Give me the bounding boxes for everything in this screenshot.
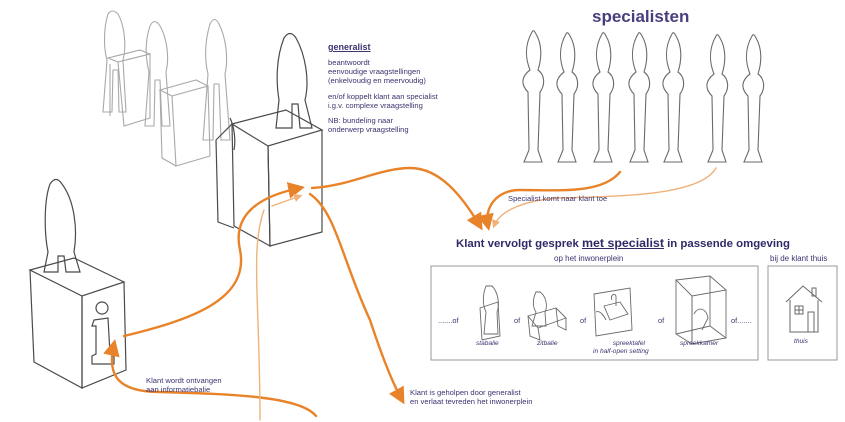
caption-spreektafel-line: spreektafel [612, 340, 645, 347]
main-heading-highlight: met specialist [581, 236, 664, 250]
spreektafel-sketch [593, 287, 633, 337]
caption-spreekkamer: spreekkamer [680, 340, 719, 347]
inwonerplein-panel [430, 265, 759, 361]
of-separator: of [514, 316, 521, 325]
of-separator: .......of [438, 316, 459, 325]
flow-arrows [103, 166, 622, 418]
caption-stabalie: stabalie [476, 340, 499, 347]
generalist-line: i.g.v. complexe vraagstelling [328, 100, 423, 110]
specialist-comes-label: Specialist komt naar klant toe [508, 194, 608, 203]
helped-label-line: en verlaat tevreden het inwonerplein [410, 397, 533, 407]
zitbalie-sketch [527, 291, 567, 341]
main-heading-after: in passende omgeving [663, 238, 790, 250]
specialist-figures [522, 30, 765, 163]
of-separator: of [580, 316, 587, 325]
generalist-line: onderwerp vraagstelling [328, 125, 409, 135]
house-sketch [785, 285, 823, 333]
specialists-title: specialisten [592, 7, 690, 26]
thuis-title: bij de klant thuis [770, 254, 828, 263]
caption-spreektafel: spreektafel in half-open setting [593, 340, 649, 355]
helped-label-line: Klant is geholpen door generalist [410, 388, 521, 397]
main-heading-before: Klant vervolgt gesprek [456, 238, 582, 250]
info-desk-label-line: Klant wordt ontvangen [146, 376, 222, 385]
generalist-description: beantwoordt eenvoudige vraagstellingen (… [328, 58, 438, 134]
caption-zitbalie: zitbalie [537, 340, 558, 347]
generalist-line: beantwoordt [328, 58, 370, 67]
thuis-panel [767, 265, 838, 361]
stabalie-sketch [479, 285, 501, 341]
generalist-line: en/of koppelt klant aan specialist [328, 91, 438, 101]
of-separator: of [658, 316, 665, 325]
generalist-line: NB: bundeling naar [328, 116, 394, 126]
generalist-line: eenvoudige vraagstellingen [328, 67, 421, 77]
generalist-line: (enkelvoudig en meervoudig) [328, 76, 426, 86]
caption-thuis: thuis [794, 338, 808, 345]
generalist-desk-front [215, 32, 324, 248]
flow-arrows-light [255, 167, 717, 421]
info-desk-label-line: aan informatiebalie [146, 385, 211, 395]
of-separator: of....... [731, 316, 752, 325]
generalist-desks-faded [102, 10, 231, 167]
generalist-title: generalist [328, 42, 371, 52]
inwonerplein-title: op het inwonerplein [554, 254, 624, 263]
info-desk-label: Klant wordt ontvangen aan informatiebali… [146, 376, 222, 394]
main-heading: Klant vervolgt gesprek met specialist in… [456, 236, 790, 250]
helped-label: Klant is geholpen door generalist en ver… [410, 388, 532, 406]
spreekkamer-sketch [675, 275, 728, 345]
caption-spreektafel-line: in half-open setting [593, 347, 649, 355]
